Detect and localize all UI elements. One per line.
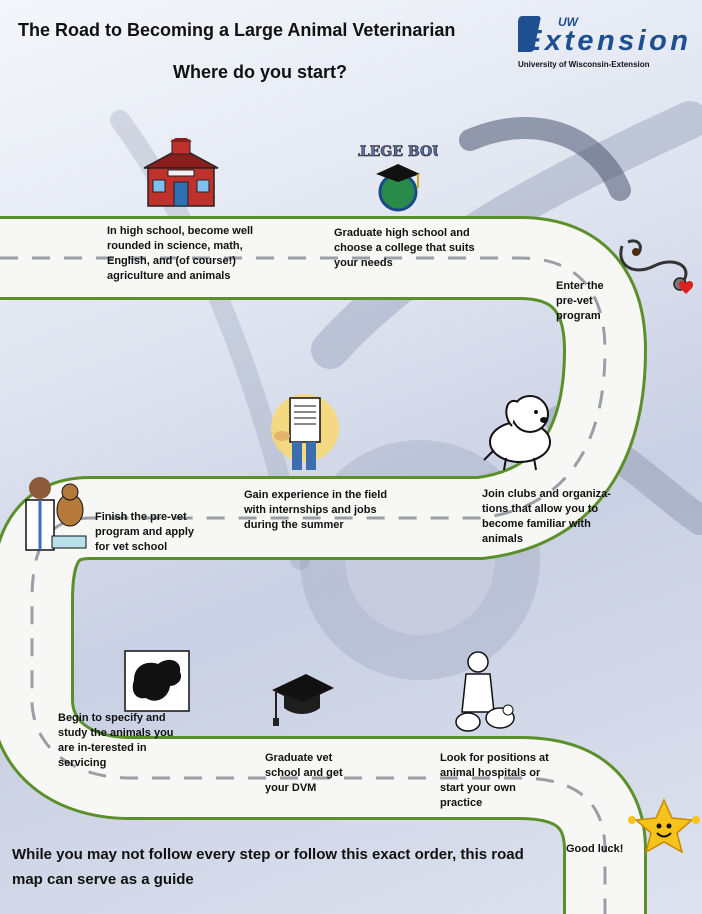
logo-tagline: University of Wisconsin-Extension xyxy=(518,60,650,69)
vet-with-dog-icon xyxy=(25,477,87,551)
college-bound-icon: COLLEGE BOUND xyxy=(358,144,438,212)
cow-icon xyxy=(124,650,190,712)
vet-with-animals-icon xyxy=(455,651,515,732)
step-1-text: In high school, become well rounded in s… xyxy=(107,225,254,282)
step-7-text: Begin to specify and study the animals y… xyxy=(58,712,174,769)
step-6-text: Finish the pre-vet program and apply for… xyxy=(95,511,195,553)
star-icon xyxy=(628,798,700,854)
dog-icon xyxy=(483,395,551,471)
step-9-text: Look for positions at animal hospitals o… xyxy=(440,752,549,809)
road-center-line xyxy=(0,256,607,914)
step-8-text: Graduate vet school and get your DVM xyxy=(265,752,343,794)
college-bound-label: COLLEGE BOUND xyxy=(358,144,438,160)
page-title: The Road to Becoming a Large Animal Vete… xyxy=(18,20,456,40)
step-10-text: Good luck! xyxy=(566,843,624,855)
page-subtitle: Where do you start? xyxy=(172,62,347,82)
person-with-paper-icon xyxy=(271,394,339,470)
stethoscope-icon xyxy=(619,239,694,294)
logo-graphic: UW Extension xyxy=(518,15,688,56)
logo-uw: UW xyxy=(558,15,580,29)
step-2-text: Graduate high school and choose a colleg… xyxy=(334,227,475,269)
step-4-text: Join clubs and organiza-tions that allow… xyxy=(482,488,611,545)
footer-note: While you may not follow every step or f… xyxy=(12,846,524,888)
graduation-cap-icon xyxy=(272,674,334,726)
step-5-text: Gain experience in the field with intern… xyxy=(244,489,388,531)
schoolhouse-icon xyxy=(143,138,219,207)
step-3-text: Enter the pre-vet program xyxy=(556,280,604,322)
logo-name: Extension xyxy=(522,25,688,56)
